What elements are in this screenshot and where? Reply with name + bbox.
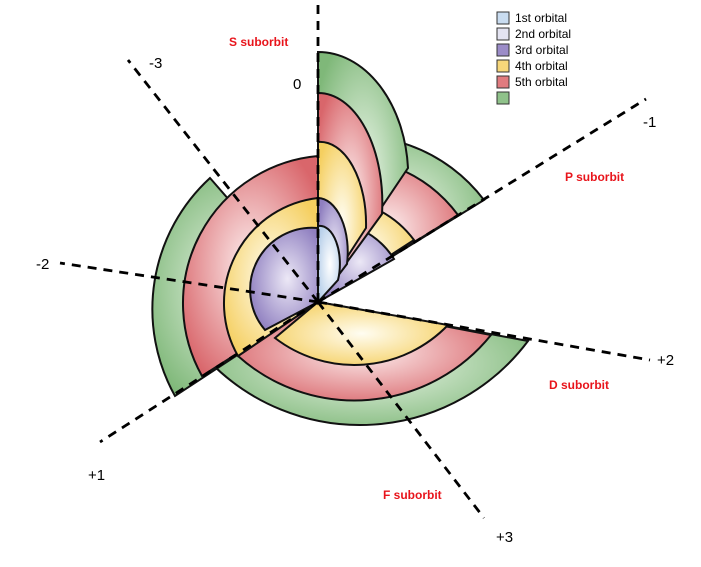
- s-orbital-3-purple: [249, 226, 319, 332]
- axis-plus3: [316, 301, 486, 519]
- legend-swatch-5: [496, 75, 510, 89]
- s-vertical-petals: [317, 50, 410, 306]
- legend-label-2: 2nd orbital: [515, 27, 571, 41]
- axis-plus1: [99, 300, 319, 444]
- s-top-orbital-1-blue: [317, 224, 341, 305]
- axis-label-minus3: -3: [149, 55, 162, 72]
- legend: 1st orbital 2nd orbital 3rd orbital 4th …: [496, 11, 571, 105]
- axis-label-minus1: -1: [643, 114, 656, 131]
- axis-plus2: [317, 300, 651, 362]
- legend-label-3: 3rd orbital: [515, 43, 568, 57]
- s-suborbit-label: S suborbit: [229, 35, 288, 49]
- legend-label-4: 4th orbital: [515, 59, 568, 73]
- axis-label-zero: 0: [293, 76, 301, 93]
- legend-swatch-6: [496, 91, 510, 105]
- legend-label-5: 5th orbital: [515, 75, 568, 89]
- s-sector: [151, 154, 320, 398]
- d-suborbit-label: D suborbit: [549, 378, 609, 392]
- legend-swatch-4: [496, 59, 510, 73]
- suborbit-labels: S suborbit P suborbit D suborbit F subor…: [229, 35, 624, 502]
- axis-minus2: [59, 261, 319, 304]
- axis-label-plus3: +3: [496, 529, 513, 546]
- axis-label-minus2: -2: [36, 256, 49, 273]
- legend-label-1: 1st orbital: [515, 11, 567, 25]
- axis-labels: 0 -1 -2 -3 +1 +2 +3: [36, 55, 674, 546]
- legend-swatch-2: [496, 27, 510, 41]
- legend-swatch-3: [496, 43, 510, 57]
- axis-label-plus1: +1: [88, 467, 105, 484]
- axes: [59, 4, 651, 519]
- axis-label-plus2: +2: [657, 352, 674, 369]
- p-suborbit-label: P suborbit: [565, 170, 624, 184]
- f-suborbit-label: F suborbit: [383, 488, 442, 502]
- axis-minus3: [126, 59, 320, 303]
- legend-swatch-1: [496, 11, 510, 25]
- axis-minus1: [317, 97, 647, 304]
